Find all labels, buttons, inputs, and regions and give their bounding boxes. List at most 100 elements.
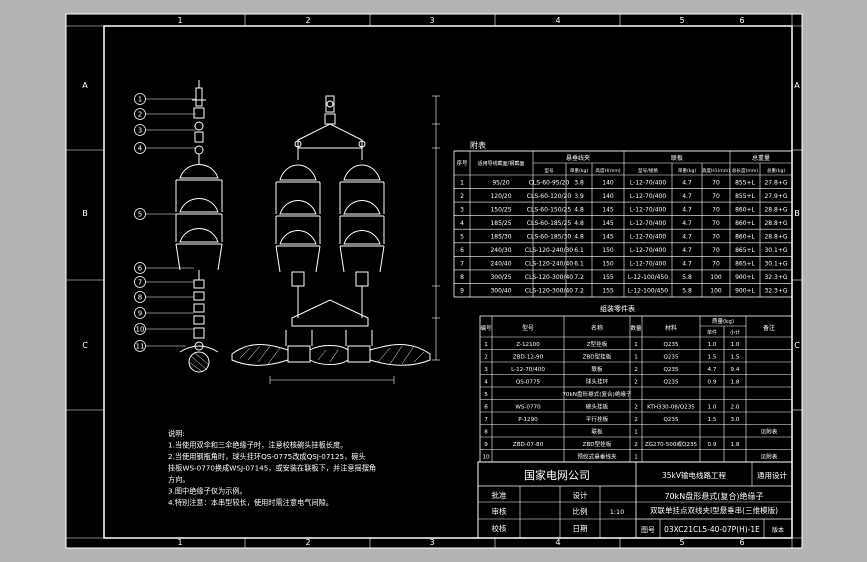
callout-number: 6: [138, 265, 143, 273]
bom-cell: 碗头挂板: [586, 402, 609, 410]
appendix-cell: 240/30: [490, 247, 511, 254]
bom-cell: QS-0775: [516, 379, 541, 385]
appendix-cell: 4.7: [682, 247, 692, 254]
drawing-title-line2: 双联单挂点双线夹I型悬垂串(三维模版): [650, 505, 778, 515]
appendix-cell: 140: [602, 193, 614, 200]
callout-number: 1: [138, 96, 142, 104]
bom-header-weight: 质量(kg): [712, 317, 734, 325]
appendix-cell: CLS-60-185/25: [527, 220, 572, 227]
bom-cell: Q235: [663, 367, 679, 373]
appendix-cell: 28.8+G: [764, 206, 787, 213]
border-col-label: 1: [177, 538, 182, 547]
bom-header-unit: 单件: [707, 329, 717, 336]
appendix-cell: 70: [712, 234, 720, 241]
appendix-cell: 155: [602, 274, 614, 281]
bom-header-qty: 数量: [630, 324, 642, 332]
label-scale: 比例: [573, 506, 588, 516]
note-line: 说明:: [168, 429, 185, 438]
appendix-cell: 4.7: [682, 234, 692, 241]
appendix-cell: 855+L: [735, 179, 755, 186]
bom-cell: 1.5: [731, 354, 740, 360]
bom-cell: ZBD-12-90: [513, 354, 544, 360]
note-line: 4.特别注意：本串型较长，使用时需注意电气间隙。: [168, 498, 333, 507]
bom-cell: Z-12100: [516, 342, 540, 348]
appendix-cell: 3: [460, 206, 464, 213]
appendix-cell: 185/25: [490, 220, 511, 227]
side-clamp-hatch: [188, 352, 210, 373]
appendix-cell: 865+L: [735, 247, 755, 254]
bom-cell: 0.9: [708, 379, 717, 385]
bom-cell: 1.5: [708, 417, 717, 423]
appendix-cell: 865+L: [735, 261, 755, 268]
appendix-cell: 860+L: [735, 234, 755, 241]
scale-value: 1:10: [610, 508, 625, 516]
label-date: 日期: [573, 524, 588, 533]
bom-cell: 1: [634, 354, 638, 360]
appendix-cell: 240/40: [490, 261, 511, 268]
bom-cell: 3.0: [731, 417, 740, 423]
appendix-cell: 4: [460, 220, 464, 227]
border-row-label: C: [794, 341, 800, 350]
note-line: 方向。: [168, 475, 190, 484]
bom-cell: 平行挂板: [586, 415, 609, 423]
appendix-cell: 100: [710, 288, 722, 295]
bom-cell: 见附表: [761, 452, 778, 460]
border-col-label: 1: [177, 16, 182, 25]
bom-cell: 1: [634, 454, 638, 460]
bom-cell: 1.0: [708, 404, 717, 410]
bom-cell: 联板: [591, 427, 603, 435]
appendix-header-seq: 序号: [456, 159, 468, 167]
appendix-cell: 7: [460, 261, 464, 268]
company-name: 国家电网公司: [524, 468, 590, 482]
appendix-header-plate: 联板: [671, 154, 683, 162]
bom-cell: 预绞式悬垂线夹: [577, 452, 617, 460]
bom-header-material: 材料: [665, 324, 677, 332]
bom-cell: Q235: [663, 417, 679, 423]
appendix-cell: 4.7: [682, 220, 692, 227]
bom-cell: 2: [634, 379, 638, 385]
appendix-cell: 860+L: [735, 206, 755, 213]
appendix-cell: 855+L: [735, 193, 755, 200]
appendix-cell: 32.3+G: [764, 274, 787, 281]
appendix-cell: 4.7: [682, 206, 692, 213]
label-review: 审核: [492, 506, 507, 516]
bom-cell: 7: [484, 417, 488, 423]
appendix-cell: 70: [712, 220, 720, 227]
bom-cell: 1: [634, 429, 638, 435]
bom-cell: 4.7: [708, 367, 717, 373]
label-version: 版本: [772, 526, 784, 534]
label-approve: 批准: [492, 490, 507, 500]
appendix-cell: CLS-60-185/30: [527, 234, 572, 241]
callout-number: 7: [138, 279, 142, 287]
appendix-header-total: 总重量: [752, 154, 770, 162]
bom-header-total: 小计: [730, 329, 740, 336]
bom-cell: 1.5: [708, 354, 717, 360]
appendix-cell: 27.9+G: [764, 193, 787, 200]
border-col-label: 4: [555, 16, 560, 25]
appendix-cell: 27.8+G: [764, 179, 787, 186]
bom-cell: 1.0: [708, 342, 717, 348]
bom-cell: 70kN盘形悬式(复合)绝缘子: [562, 390, 632, 398]
border-row-label: A: [794, 81, 800, 90]
bom-cell: 10: [482, 454, 490, 460]
appendix-cell: 32.3+G: [764, 288, 787, 295]
note-line: 1.当使用双伞和三伞绝缘子时，注意校核碗头挂板长度。: [168, 441, 347, 450]
bom-cell: 2: [634, 417, 638, 423]
appendix-table: 附表 序号适用导线截面/钢截面悬垂线夹联板总重量型号单重(kg)高度H(mm)型…: [453, 140, 793, 298]
appendix-cell: L-12-70/400: [630, 234, 666, 241]
appendix-cell: 6.1: [574, 261, 584, 268]
border-row-label: A: [82, 81, 88, 90]
appendix-cell: 8: [460, 274, 464, 281]
appendix-cell: CLS-60-120/20: [527, 193, 572, 200]
appendix-cell: 145: [602, 234, 614, 241]
project-name: 35kV输电线路工程: [662, 470, 727, 480]
note-line: 3.图中绝缘子仅为示例。: [168, 487, 247, 496]
appendix-cell: 2: [460, 193, 464, 200]
appendix-cell: L-12-100/450: [628, 288, 668, 295]
border-col-label: 3: [429, 16, 434, 25]
callout-number: 2: [138, 111, 142, 119]
label-check: 校核: [492, 523, 507, 533]
appendix-cell: 900+L: [735, 274, 755, 281]
